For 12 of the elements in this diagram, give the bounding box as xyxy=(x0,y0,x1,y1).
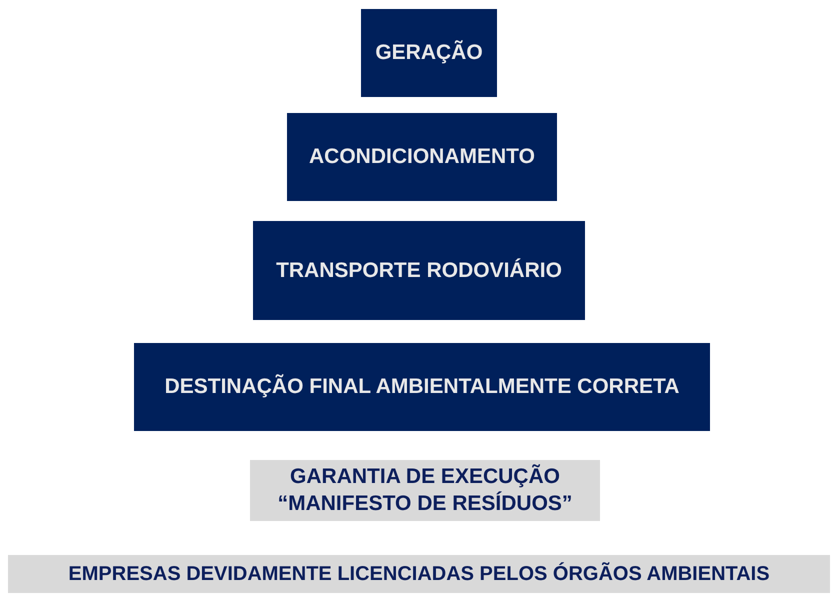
stage-label: GARANTIA DE EXECUÇÃO “MANIFESTO DE RESÍDUOS” xyxy=(276,464,574,516)
stage-box xyxy=(361,9,497,97)
stage-label: GERAÇÃO xyxy=(375,41,483,65)
stage-label: TRANSPORTE RODOVIÁRIO xyxy=(276,258,562,282)
base-bar xyxy=(8,555,830,593)
stage-label: DESTINAÇÃO FINAL AMBIENTALMENTE CORRETA xyxy=(164,375,680,399)
stage-box xyxy=(287,113,557,201)
stage-box xyxy=(253,221,585,320)
stage-box xyxy=(134,343,710,431)
stage-label: EMPRESAS DEVIDAMENTE LICENCIADAS PELOS ÓRGÃOS AMBIENTAIS xyxy=(68,562,770,586)
guarantee-box xyxy=(250,460,600,521)
stage-label: ACONDICIONAMENTO xyxy=(309,145,535,169)
